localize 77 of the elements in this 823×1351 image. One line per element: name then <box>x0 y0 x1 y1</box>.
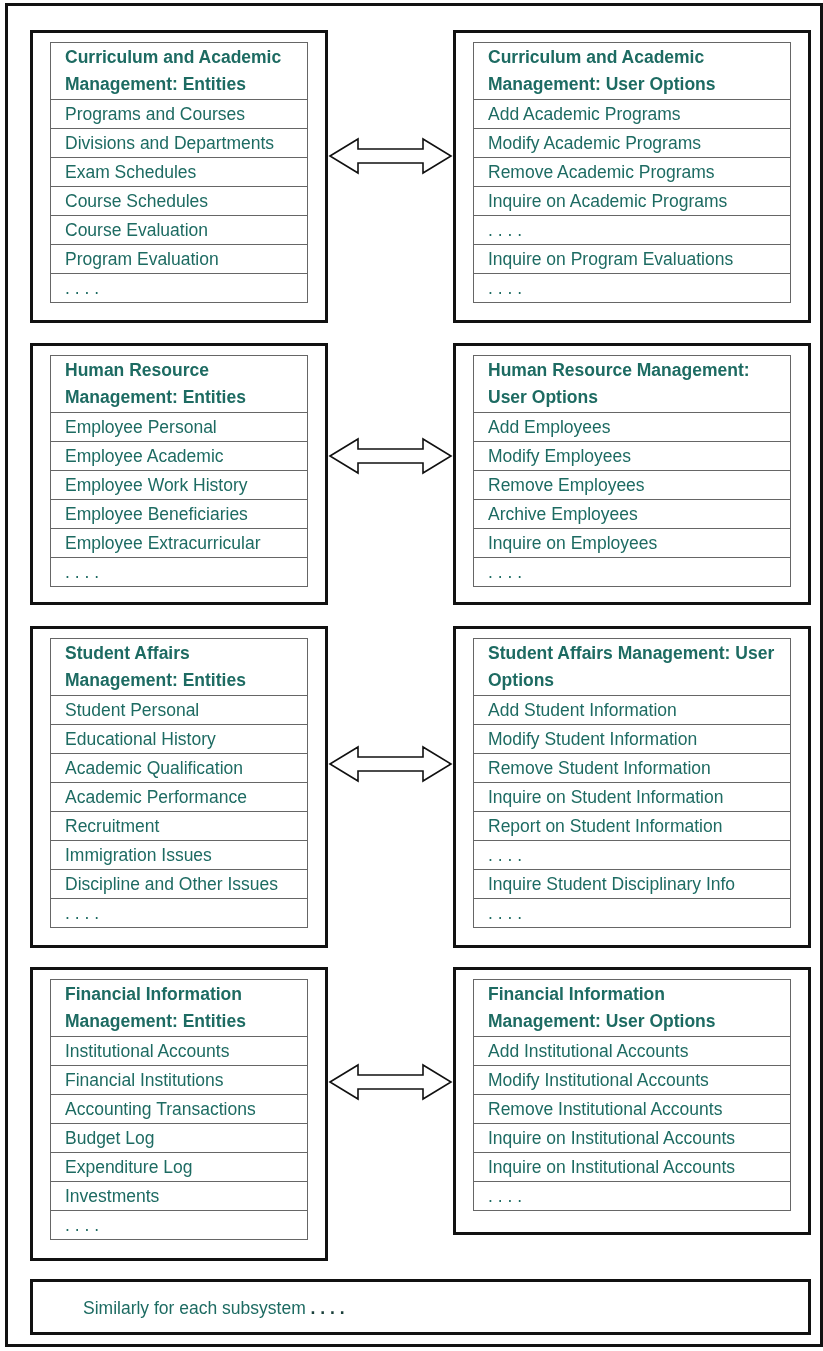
table-row: Budget Log <box>51 1123 307 1152</box>
table-row: Inquire on Student Information <box>474 782 790 811</box>
table-row: Remove Student Information <box>474 753 790 782</box>
subsystem-panel <box>30 626 328 948</box>
table-row-text: Add Student Information <box>487 699 678 722</box>
table-row: Investments <box>51 1181 307 1210</box>
table-row: Modify Institutional Accounts <box>474 1065 790 1094</box>
table-row-text: Add Employees <box>487 416 612 439</box>
table-row: Employee Beneficiaries <box>51 499 307 528</box>
subsystem-panel <box>30 967 328 1261</box>
table-row: . . . . <box>51 557 307 586</box>
note-box <box>30 1279 811 1335</box>
subsystem-panel <box>30 343 328 605</box>
table-row: Modify Student Information <box>474 724 790 753</box>
subsystem-panel <box>453 343 811 605</box>
table-row: Academic Qualification <box>51 753 307 782</box>
table-heading: Human Resource Management: User Options <box>474 356 790 413</box>
table-row: . . . . <box>474 898 790 927</box>
table-row: Employee Work History <box>51 470 307 499</box>
subsystem-panel <box>453 30 811 323</box>
table-heading: Student Affairs Management: User Options <box>474 639 790 696</box>
table-row: . . . . <box>51 1210 307 1239</box>
table-row: Course Schedules <box>51 186 307 215</box>
table-heading: Student Affairs Management: Entities <box>51 639 307 696</box>
table-row: . . . . <box>474 557 790 586</box>
table-row: . . . . <box>474 273 790 302</box>
table-row: Exam Schedules <box>51 157 307 186</box>
table-row: Employee Academic <box>51 441 307 470</box>
table-row: Remove Institutional Accounts <box>474 1094 790 1123</box>
table-row: Inquire on Institutional Accounts <box>474 1123 790 1152</box>
table-row-text: Add Academic Programs <box>487 103 682 126</box>
table-row-text: Add Institutional Accounts <box>487 1040 690 1063</box>
table-row-text: Institutional Accounts <box>64 1040 231 1063</box>
table-row: . . . . <box>474 1181 790 1210</box>
table-row: Divisions and Departments <box>51 128 307 157</box>
table-row: Course Evaluation <box>51 215 307 244</box>
table-row: Remove Academic Programs <box>474 157 790 186</box>
table-row-text: Employee Personal <box>64 416 218 439</box>
table-heading: Financial Information Management: Entities <box>51 980 307 1037</box>
table-row: Academic Performance <box>51 782 307 811</box>
double-arrow <box>328 745 453 783</box>
table-row: Report on Student Information <box>474 811 790 840</box>
table-row: Modify Employees <box>474 441 790 470</box>
double-arrow <box>328 137 453 175</box>
table-row: Accounting Transactions <box>51 1094 307 1123</box>
table-row: Program Evaluation <box>51 244 307 273</box>
table-row-text: Student Personal <box>64 699 201 722</box>
subsystem-panel <box>453 626 811 948</box>
table-row: Immigration Issues <box>51 840 307 869</box>
table-row: Educational History <box>51 724 307 753</box>
table-row: . . . . <box>474 215 790 244</box>
table-row: Financial Institutions <box>51 1065 307 1094</box>
table-row: Modify Academic Programs <box>474 128 790 157</box>
table-heading: Human Resource Management: Entities <box>51 356 307 413</box>
table-row: Inquire Student Disciplinary Info <box>474 869 790 898</box>
table-row: Expenditure Log <box>51 1152 307 1181</box>
table-row: . . . . <box>474 840 790 869</box>
table-row: . . . . <box>51 273 307 302</box>
table-row: Inquire on Program Evaluations <box>474 244 790 273</box>
table-row: Inquire on Employees <box>474 528 790 557</box>
double-arrow <box>328 1063 453 1101</box>
table-row: Recruitment <box>51 811 307 840</box>
table-heading: Financial Information Management: User Options <box>474 980 790 1037</box>
table-heading: Curriculum and Academic Management: User Options <box>474 43 790 100</box>
table-heading: Curriculum and Academic Management: Entities <box>51 43 307 100</box>
table-row-text: Programs and Courses <box>64 103 246 126</box>
subsystem-panel <box>30 30 328 323</box>
table-row: Inquire on Academic Programs <box>474 186 790 215</box>
table-row: Archive Employees <box>474 499 790 528</box>
table-row: Discipline and Other Issues <box>51 869 307 898</box>
table-row: Inquire on Institutional Accounts <box>474 1152 790 1181</box>
subsystem-panel <box>453 967 811 1235</box>
double-arrow <box>328 437 453 475</box>
table-row: Employee Extracurricular <box>51 528 307 557</box>
table-row: Remove Employees <box>474 470 790 499</box>
table-row: . . . . <box>51 898 307 927</box>
note-text: Similarly for each subsystem . . . . <box>83 1298 345 1319</box>
